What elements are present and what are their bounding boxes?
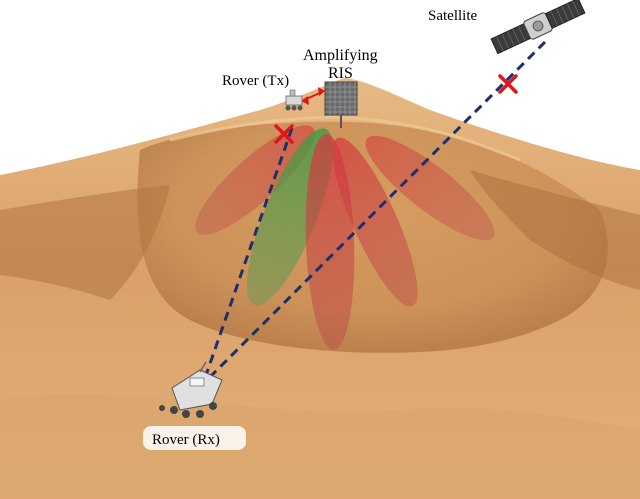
label-rover-rx-group: Rover (Rx) (143, 426, 246, 450)
rover-tx-icon (285, 89, 303, 111)
link-tx-ris-arrow-left (301, 96, 309, 105)
label-rover-tx: Rover (Tx) (222, 73, 289, 89)
ridge-highlight (169, 115, 521, 162)
rover-rx-icon (159, 361, 223, 418)
satellite-icon (490, 0, 586, 55)
ris-panel-icon (324, 81, 358, 128)
links (203, 40, 547, 384)
link-tx-ris-arrow-right (318, 87, 325, 96)
foreground-shading (0, 394, 640, 499)
link-satellite-to-rx (203, 40, 547, 384)
beam-1 (195, 125, 315, 235)
label-ris: RIS (328, 65, 353, 82)
beam-5 (365, 135, 495, 241)
label-amplifying: Amplifying (303, 47, 378, 64)
label-satellite: Satellite (428, 8, 477, 24)
label-rover-rx: Rover (Rx) (152, 432, 220, 448)
ris-beams (195, 125, 495, 350)
crater-shadow-left (0, 185, 170, 300)
blocked-x-icon (274, 74, 518, 144)
beam-4 (332, 137, 418, 307)
crater-shadow-right (470, 170, 640, 290)
